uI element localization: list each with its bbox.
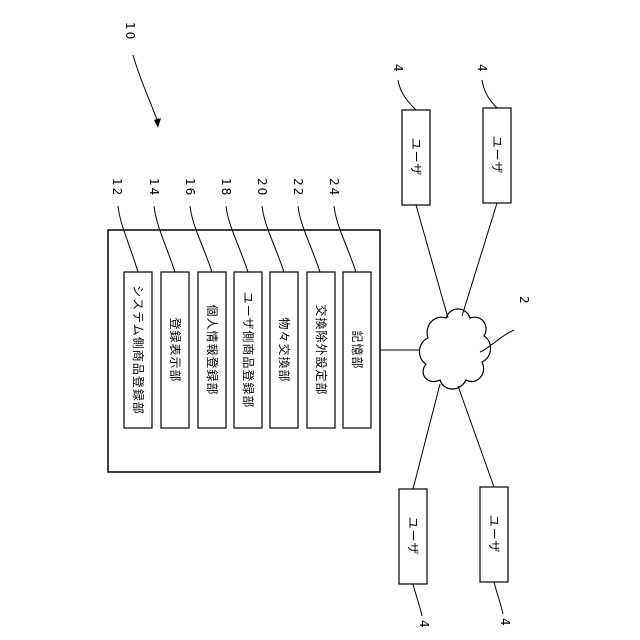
module-label: 記憶部 <box>350 330 365 369</box>
leader-line <box>298 206 320 272</box>
user-label: ユーザ <box>487 515 501 554</box>
network-ref-number: 2 <box>517 296 531 306</box>
network-cloud <box>419 309 490 389</box>
user-node-bottom-right: ユーザ 4 <box>480 487 512 628</box>
leader-line <box>334 206 356 272</box>
arrowhead <box>154 118 161 128</box>
module-label: システム側商品登録部 <box>131 285 146 415</box>
user-node-top-left: 4 ユーザ <box>391 64 430 205</box>
user-link <box>462 203 497 316</box>
leader-line <box>494 582 503 614</box>
system-ref-number: 10 <box>123 22 137 41</box>
user-node-top-right: 4 ユーザ <box>475 64 511 203</box>
user-label: ユーザ <box>409 138 423 177</box>
module-label: 交換除外設定部 <box>314 304 329 395</box>
module-label: ユーザ側商品登録部 <box>241 292 256 409</box>
user-link <box>458 386 494 487</box>
leader-line <box>482 80 497 108</box>
leader-line <box>398 80 416 110</box>
leader-line <box>154 206 175 272</box>
leader-line <box>226 206 248 272</box>
user-ref-number: 4 <box>498 618 512 628</box>
module-label: 物々交換部 <box>277 317 292 382</box>
module-ref-number: 12 <box>110 178 124 197</box>
module-ref-number: 14 <box>147 178 161 197</box>
leader-line <box>118 206 138 272</box>
module-ref-number: 16 <box>183 178 197 197</box>
leader-line <box>190 206 212 272</box>
leader-line <box>262 206 284 272</box>
system-ref-arrow <box>133 55 157 120</box>
module-ref-number: 18 <box>219 178 233 197</box>
module-ref-number: 22 <box>291 178 305 197</box>
module-system-product-registration: 12 システム側商品登録部 <box>110 178 152 428</box>
user-ref-number: 4 <box>417 620 431 630</box>
user-ref-number: 4 <box>475 64 489 74</box>
module-registration-display: 14 登録表示部 <box>147 178 189 428</box>
user-link <box>416 205 448 318</box>
module-ref-number: 24 <box>327 178 341 197</box>
system-reference: 10 <box>123 22 161 128</box>
modules: 12 システム側商品登録部 14 登録表示部 16 個人情報登録部 18 ユーザ… <box>110 178 371 428</box>
user-label: ユーザ <box>406 517 420 556</box>
user-link <box>413 384 440 489</box>
user-label: ユーザ <box>490 136 504 175</box>
module-label: 個人情報登録部 <box>205 304 220 395</box>
user-ref-number: 4 <box>391 64 405 74</box>
user-node-bottom-left: ユーザ 4 <box>399 489 431 630</box>
leader-line <box>413 584 422 616</box>
module-ref-number: 20 <box>255 178 269 197</box>
cloud-icon <box>419 309 490 389</box>
module-label: 登録表示部 <box>168 317 183 382</box>
